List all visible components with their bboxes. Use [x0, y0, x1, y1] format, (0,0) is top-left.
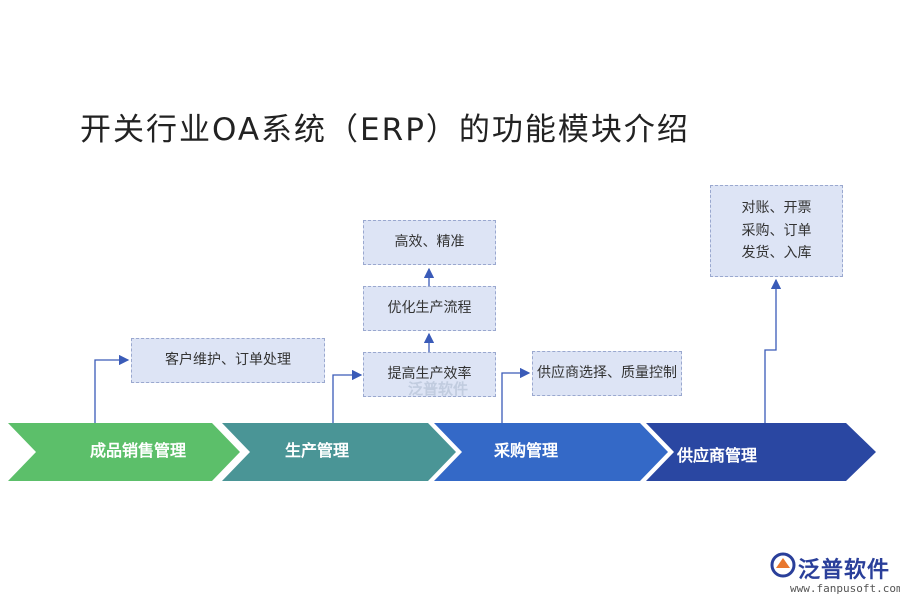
fanpu-logo-icon: [770, 552, 796, 578]
supplier-line-2: 采购、订单: [741, 222, 812, 239]
stage-production-label: 生产管理: [285, 441, 350, 460]
purchase-detail-box: 供应商选择、质量控制: [532, 351, 682, 396]
logo-name: 泛普软件: [798, 558, 891, 583]
sales-detail-box: 客户维护、订单处理: [131, 338, 325, 383]
logo-url: www.fanpusoft.com: [790, 582, 900, 595]
stage-supplier-label: 供应商管理: [677, 446, 758, 465]
supplier-line-3: 发货、入库: [741, 245, 812, 262]
supplier-line-1: 对账、开票: [741, 200, 812, 217]
chevron-production: [222, 423, 456, 481]
connector-supplier: [764, 278, 782, 423]
watermark: 泛普软件: [408, 380, 469, 398]
connector-purchasing: [501, 367, 531, 423]
efficiency-box: 提高生产效率: [363, 352, 496, 397]
chevron-sales: [8, 423, 240, 481]
stage-sales-label: 成品销售管理: [90, 441, 187, 460]
optimize-box: 优化生产流程: [363, 286, 496, 331]
page-title: 开关行业OA系统（ERP）的功能模块介绍: [80, 112, 690, 148]
connector-production: [332, 369, 363, 423]
stage-purchasing-label: 采购管理: [494, 441, 559, 460]
chevron-supplier: [646, 423, 876, 481]
precise-box: 高效、精准: [363, 220, 496, 265]
supplier-detail-box: 对账、开票 采购、订单 发货、入库: [710, 185, 843, 277]
connector-sales: [94, 354, 130, 423]
chevron-purchasing: [434, 423, 668, 481]
